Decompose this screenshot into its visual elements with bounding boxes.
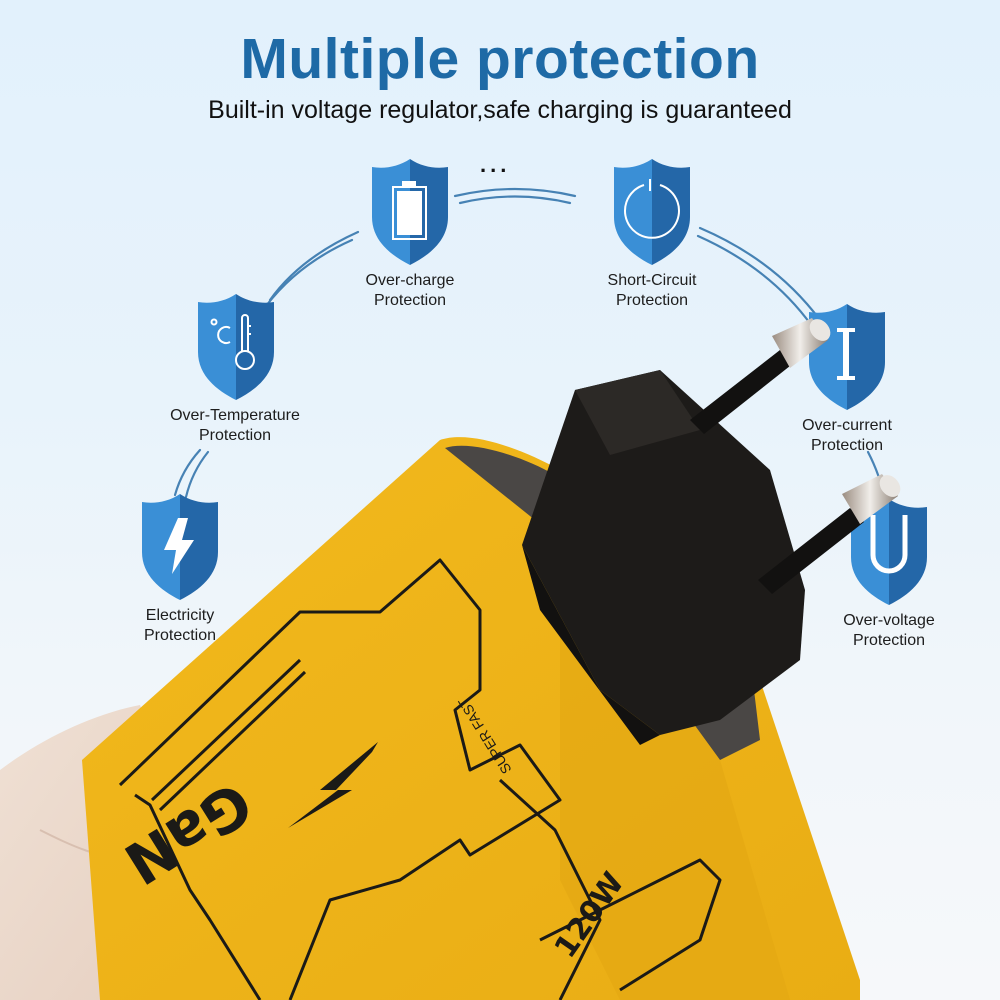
battery-icon — [392, 181, 427, 240]
feature-electricity: Electricity Protection — [90, 490, 270, 646]
thermometer-icon — [210, 314, 255, 370]
feature-over-charge: Over-charge Protection — [320, 155, 500, 311]
feature-over-current: Over-current Protection — [757, 300, 937, 456]
eu-plug — [522, 318, 901, 745]
shield-icon — [372, 159, 448, 265]
plug-pin-upper — [690, 318, 831, 434]
feature-label: Over-voltage Protection — [843, 612, 935, 649]
shield-icon — [142, 494, 218, 600]
shield-icon — [851, 499, 927, 605]
page-title: Multiple protection — [240, 27, 760, 91]
feature-label: Over-Temperature Protection — [170, 407, 300, 444]
plug-pin-lower — [758, 474, 901, 594]
feature-label: Short-Circuit Protection — [607, 272, 697, 309]
feature-short-circuit: Short-Circuit Protection — [562, 155, 742, 311]
current-i-icon — [837, 328, 855, 380]
ellipsis-indicator: ... — [480, 152, 511, 177]
feature-label: Electricity Protection — [143, 607, 217, 644]
page-subtitle: Built-in voltage regulator,safe charging… — [208, 96, 792, 124]
shield-icon — [809, 304, 885, 410]
lightning-bolt-logo — [288, 742, 378, 828]
feature-over-temperature: Over-Temperature Protection — [146, 290, 326, 446]
shield-icon — [614, 159, 690, 265]
voltage-u-icon — [870, 515, 908, 574]
power-icon — [624, 179, 680, 239]
feature-label: Over-current Protection — [802, 417, 892, 454]
lightning-icon — [164, 518, 194, 574]
shield-icon — [198, 294, 274, 400]
feature-over-voltage: Over-voltage Protection — [799, 495, 979, 651]
feature-label: Over-charge Protection — [365, 272, 455, 309]
